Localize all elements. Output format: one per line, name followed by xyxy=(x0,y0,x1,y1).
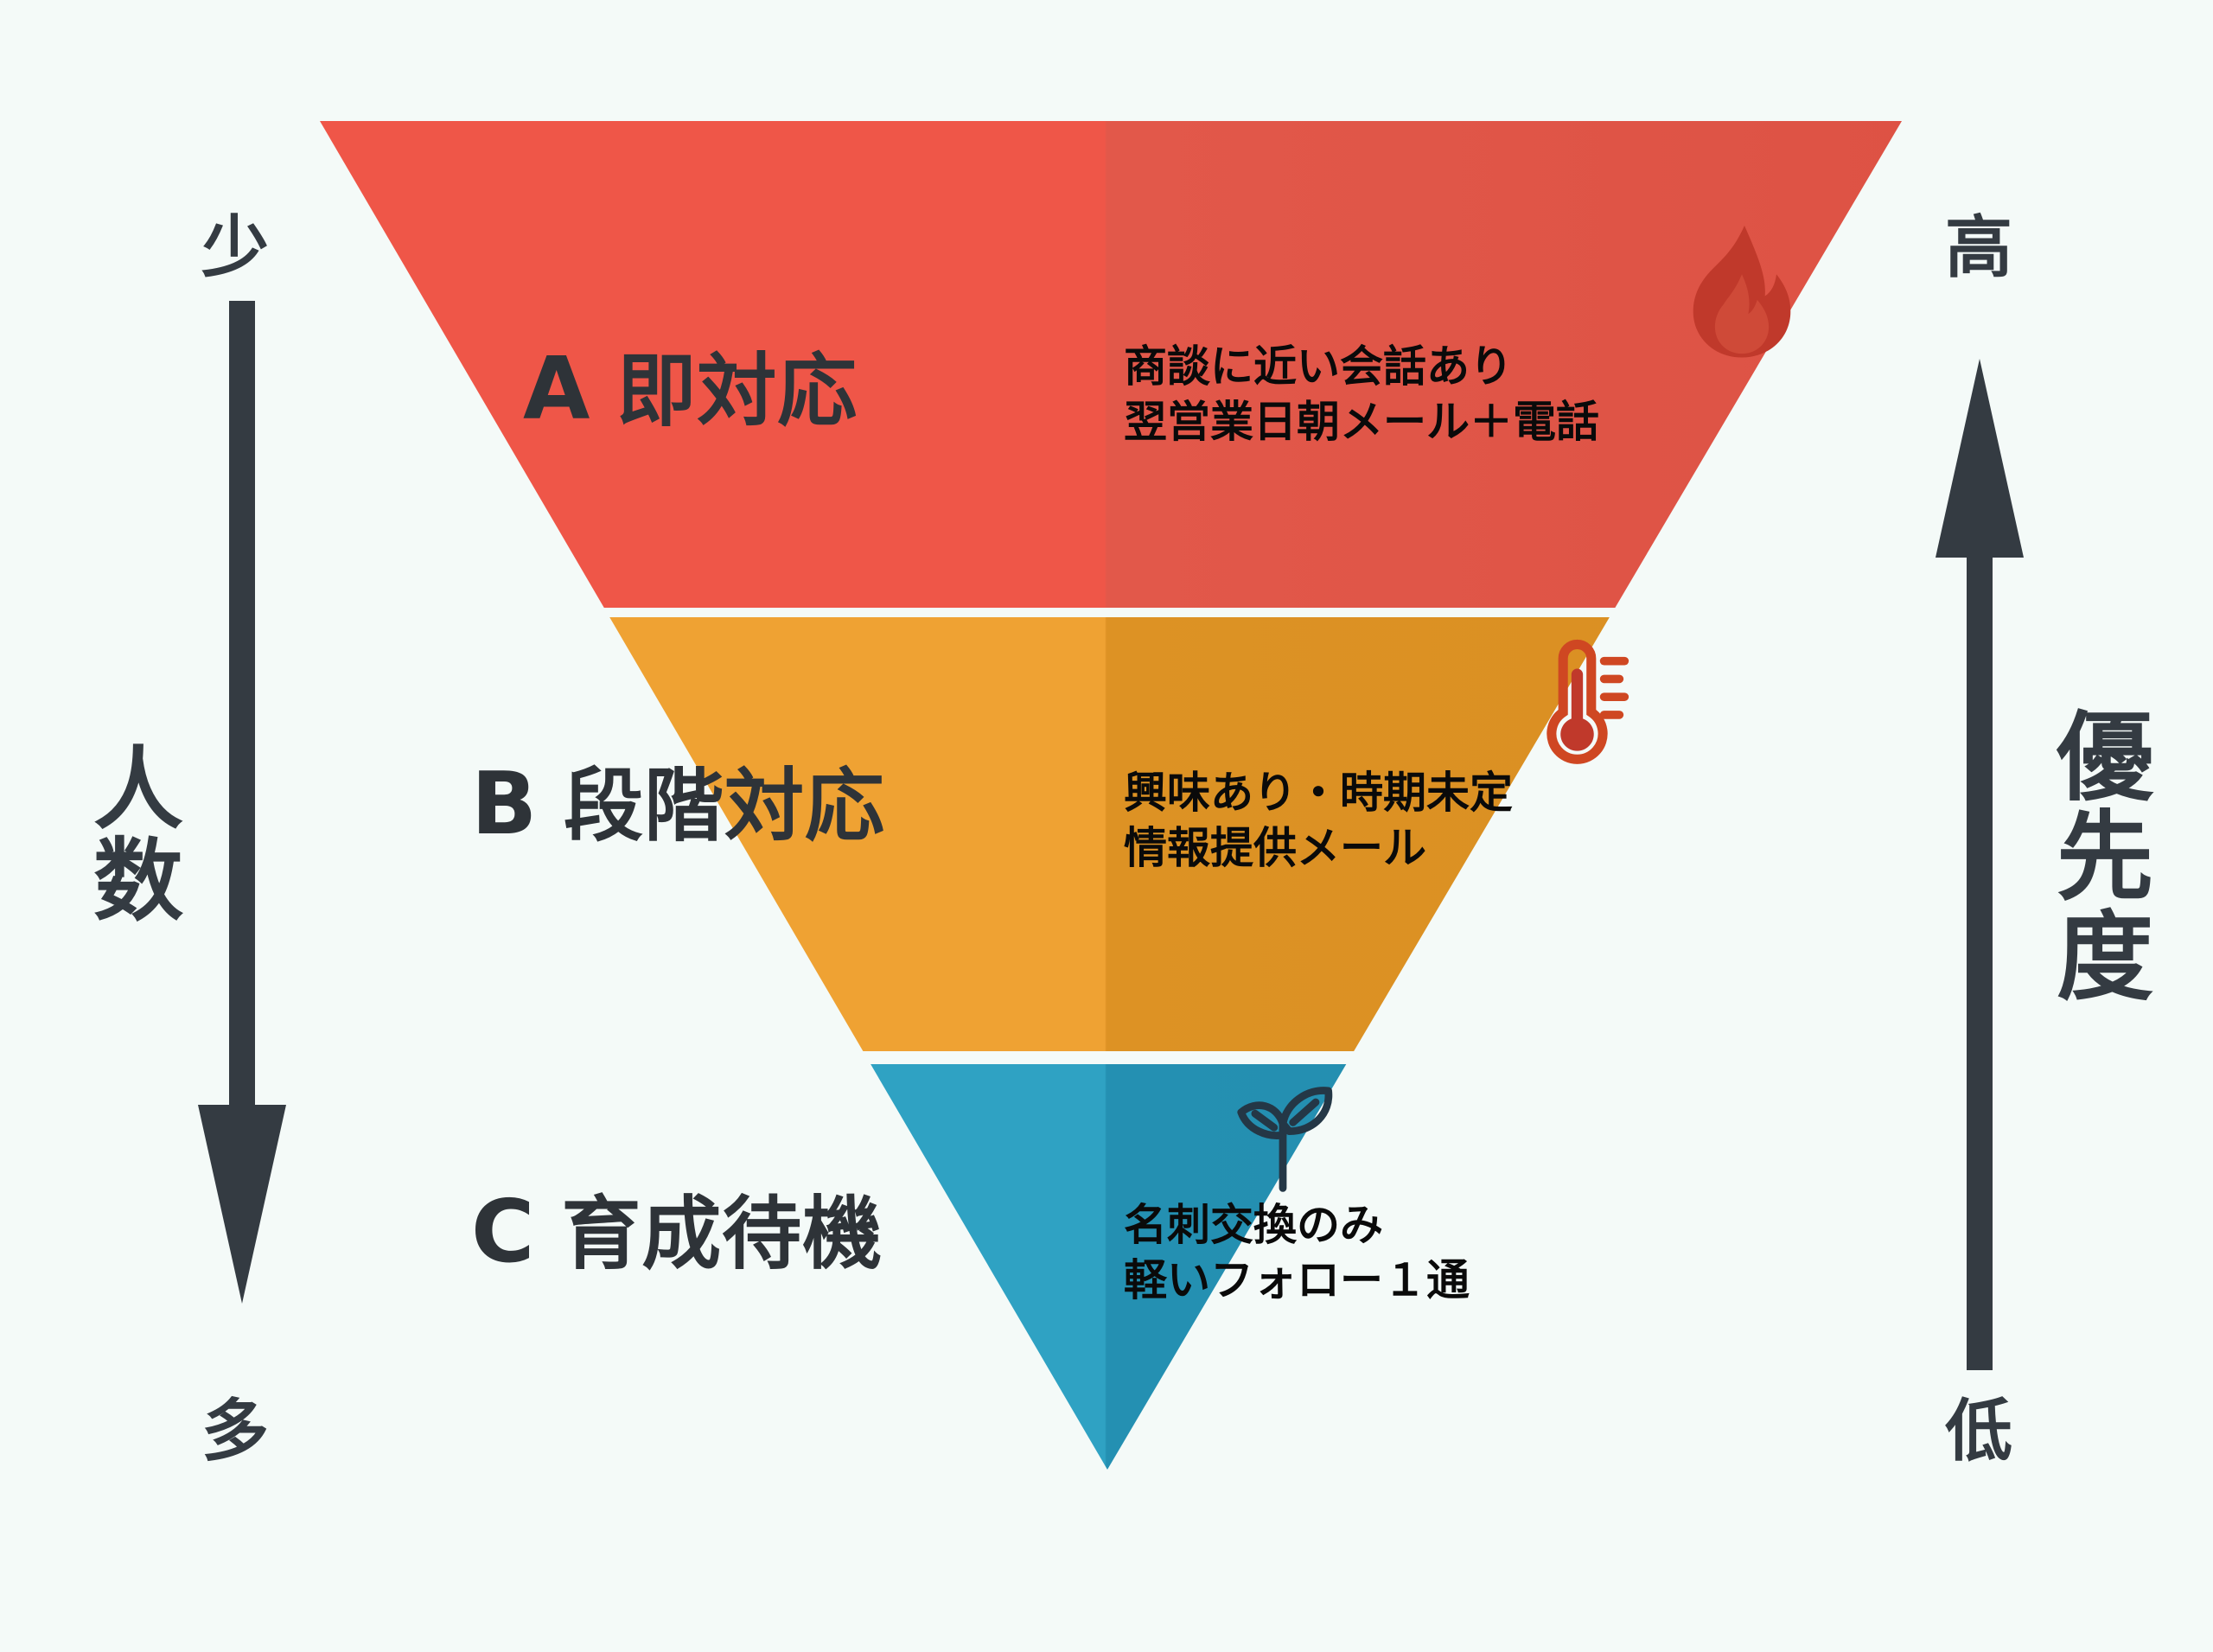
tier-b-name: 段階対応 xyxy=(564,760,885,852)
axis-right-arrow-up-icon xyxy=(1936,359,2024,1370)
tier-c-description: 名刺交換のみ 軽いフォロー１通 xyxy=(1124,1197,1470,1308)
tier-a-description: 商談に近い会話あり 翌営業日朝メール＋電話 xyxy=(1124,339,1599,450)
axis-left-title-char-2: 数 xyxy=(92,828,183,934)
tier-c-name: 育成待機 xyxy=(561,1188,883,1280)
axis-right-title-char-1: 優 xyxy=(2057,702,2153,814)
tier-a-desc-line1: 商談に近い会話あり xyxy=(1124,341,1513,392)
tier-b-grade: B xyxy=(471,753,539,854)
tier-c-desc-line1: 名刺交換のみ xyxy=(1124,1200,1383,1250)
tier-a-grade: A xyxy=(523,338,591,439)
sprout-icon xyxy=(1237,1087,1333,1192)
axis-left-title-char-1: 人 xyxy=(92,737,183,842)
tier-a-desc-line2: 翌営業日朝メール＋電話 xyxy=(1124,397,1599,447)
tier-c-desc-line2: 軽いフォロー１通 xyxy=(1124,1255,1470,1305)
tier-b-desc-line2: 情報提供メール xyxy=(1124,823,1426,873)
axis-left-top-label: 少 xyxy=(201,209,270,287)
tier-b-desc-line1: 興味あり・時期未定 xyxy=(1124,768,1513,818)
axis-left-title: 人 数 xyxy=(86,743,190,927)
thermometer-icon xyxy=(1547,639,1629,764)
axis-right-title-char-2: 先 xyxy=(2057,801,2153,915)
axis-right-top-label: 高 xyxy=(1945,209,2013,287)
funnel-band-a xyxy=(320,121,1902,608)
axis-right-title-char-3: 度 xyxy=(2057,901,2153,1014)
flame-icon xyxy=(1693,225,1791,358)
axis-right-title: 優 先 度 xyxy=(2049,702,2161,1014)
axis-left-bottom-label: 多 xyxy=(201,1393,270,1470)
tier-b-description: 興味あり・時期未定 情報提供メール xyxy=(1124,765,1513,876)
axis-right-bottom-label: 低 xyxy=(1945,1393,2013,1470)
tier-c-grade: C xyxy=(471,1181,536,1282)
axis-left-arrow-down-icon xyxy=(198,301,286,1304)
tier-a-name: 即対応 xyxy=(616,345,858,437)
